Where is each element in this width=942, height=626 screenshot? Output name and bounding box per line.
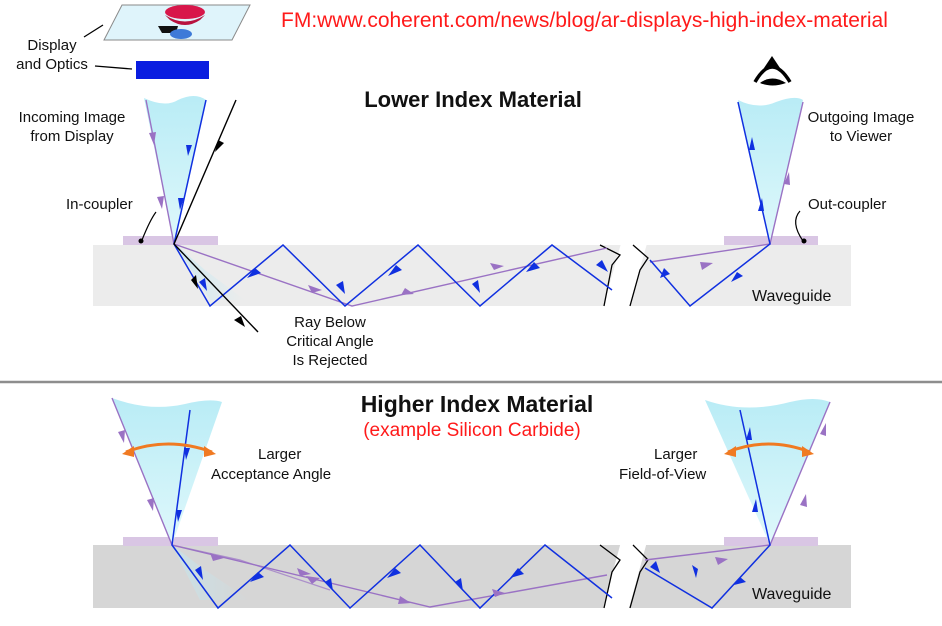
bottom-subtitle: (example Silicon Carbide) (363, 420, 581, 441)
blue-ray-top (173, 99, 613, 308)
top-title: Lower Index Material (364, 87, 582, 112)
acceptance-label-line1: Larger (258, 446, 302, 463)
black-ray-rejected (173, 99, 259, 333)
acceptance-label-line2: Acceptance Angle (211, 466, 332, 483)
fov-label-line1: Larger (654, 446, 698, 463)
fov-label-line2: Field-of-View (619, 466, 707, 483)
waveguide-label-bottom: Waveguide (752, 586, 832, 603)
incoupler-label: In-coupler (66, 196, 133, 213)
outgoing-label-line2: to Viewer (829, 128, 893, 145)
in-coupler (123, 236, 218, 245)
source-credit: FM:www.coherent.com/news/blog/ar-display… (281, 9, 888, 32)
acceptance-arc (125, 442, 213, 454)
top-panel (93, 96, 851, 333)
outcoupler-label: Out-coupler (808, 196, 887, 213)
rejected-label-line2: Critical Angle (286, 333, 374, 350)
rejected-label-line1: Ray Below (294, 314, 366, 331)
waveguide-label-top: Waveguide (752, 288, 832, 305)
fov-arc (727, 442, 811, 454)
display-panel (136, 61, 209, 79)
bottom-panel (93, 397, 851, 612)
incoming-label-line1: Incoming Image (18, 109, 126, 126)
incoming-cone (144, 96, 206, 244)
rejected-label-line3: Is Rejected (292, 352, 368, 369)
bottom-title: Higher Index Material (360, 391, 594, 417)
display-label-line2: and Optics (16, 56, 88, 73)
outgoing-label-line1: Outgoing Image (807, 109, 915, 126)
incoming-label-line2: from Display (30, 128, 114, 145)
display-label-line1: Display (27, 37, 77, 54)
eye-icon (753, 56, 792, 86)
purple-ray-top (145, 99, 608, 307)
outgoing-cone (738, 97, 803, 245)
display-projector-icon (83, 4, 251, 79)
